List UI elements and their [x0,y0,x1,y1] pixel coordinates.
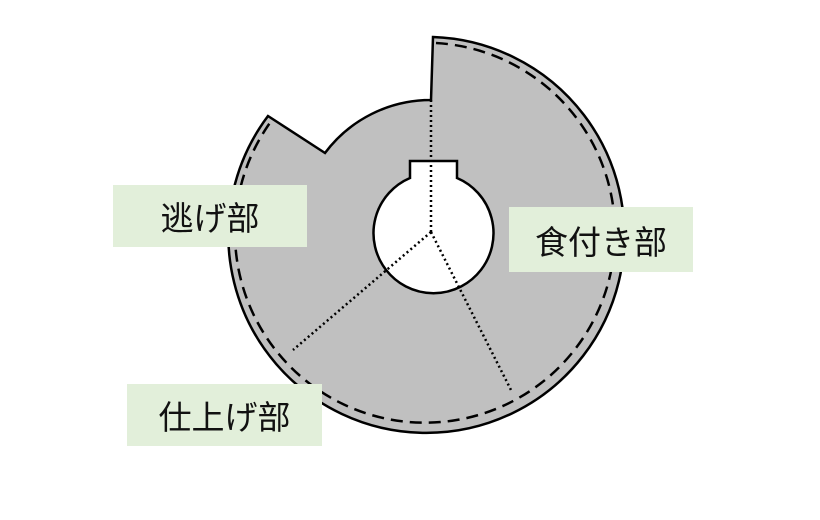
label-finish: 仕上げ部 [127,384,322,446]
label-bite: 食付き部 [509,207,693,272]
section-dividers [292,100,513,391]
label-relief: 逃げ部 [113,185,307,247]
finish-circle-dashed [233,41,617,424]
divider-lower-left [292,231,432,351]
bore-hole-with-keyway [372,159,495,295]
